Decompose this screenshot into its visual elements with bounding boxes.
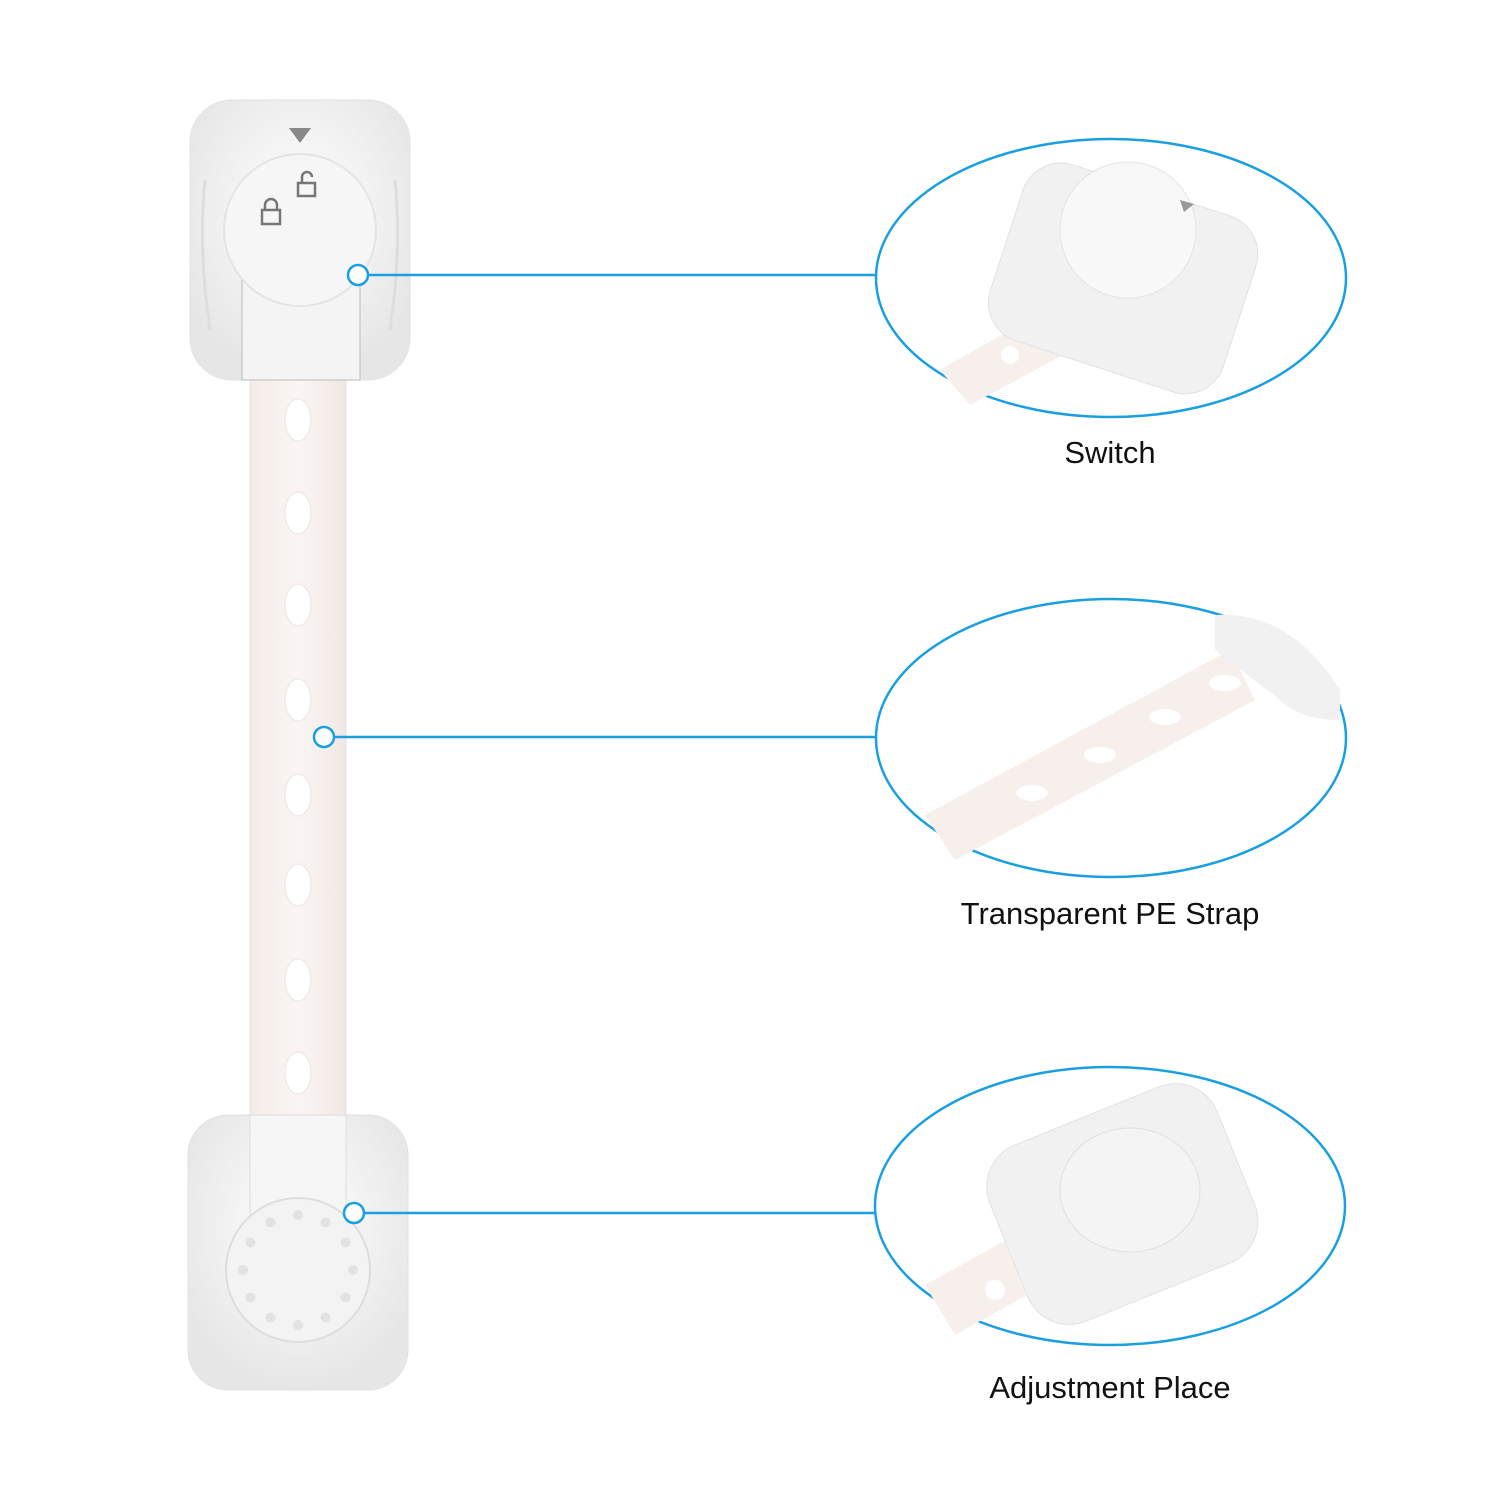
grip-dot	[320, 1217, 331, 1228]
callout-label-adjustment: Adjustment Place	[989, 1370, 1231, 1405]
grip-dot	[238, 1265, 248, 1275]
strap-hole	[284, 583, 312, 627]
strap-hole	[284, 863, 312, 907]
grip-dot	[348, 1265, 358, 1275]
grip-dot	[265, 1217, 276, 1228]
callout-label-switch: Switch	[1064, 435, 1156, 470]
grip-dot	[265, 1312, 276, 1323]
switch-detail-image	[940, 161, 1259, 405]
callout-switch	[346, 137, 1348, 419]
strap-hole	[284, 773, 312, 817]
adjustment-detail-image	[925, 1083, 1259, 1335]
strap-detail-image	[925, 614, 1340, 860]
strap-hole	[284, 398, 312, 442]
callout-strap	[312, 597, 1348, 879]
grip-dot	[340, 1237, 351, 1248]
strap-hole	[284, 1051, 312, 1095]
grip-dot	[245, 1292, 256, 1303]
lock-icon	[260, 197, 282, 226]
callout-label-strap: Transparent PE Strap	[960, 896, 1260, 931]
callout-adjustment	[342, 1065, 1347, 1347]
strap-hole	[284, 491, 312, 535]
strap-hole	[284, 958, 312, 1002]
switch-lock-block	[189, 99, 411, 381]
arrow-indicator-icon	[289, 128, 311, 143]
adjustment-block	[187, 1114, 409, 1391]
grip-dot	[245, 1237, 256, 1248]
switch-knob	[223, 153, 377, 307]
grip-dot	[293, 1210, 303, 1220]
grip-dot	[340, 1292, 351, 1303]
grip-dot	[320, 1312, 331, 1323]
strap-hole	[284, 678, 312, 722]
grip-dot	[293, 1320, 303, 1330]
unlock-icon	[296, 170, 317, 198]
